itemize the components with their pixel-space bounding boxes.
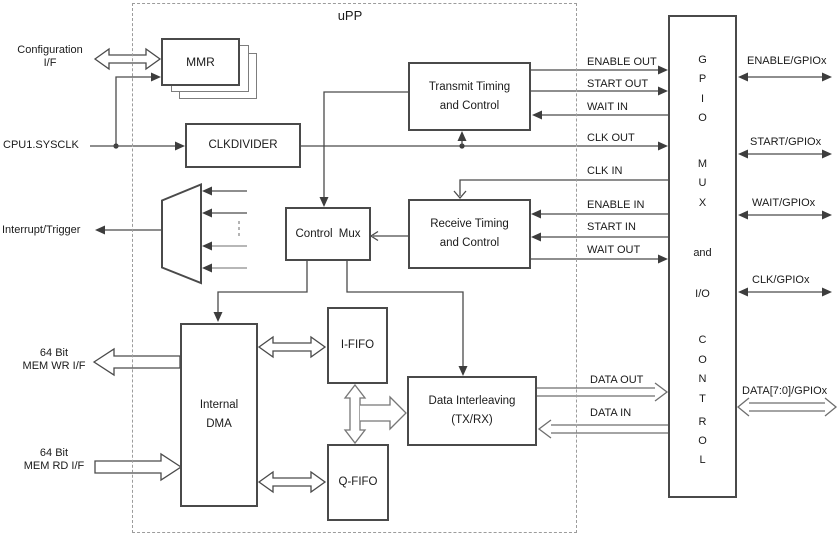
mux-letter: U xyxy=(698,177,707,189)
receive-timing-block: Receive Timing and Control xyxy=(408,199,531,269)
data-out-label: DATA OUT xyxy=(590,374,644,386)
receive-label-line1: Receive Timing xyxy=(430,218,509,230)
control-letter: L xyxy=(699,454,706,466)
sysclk-line xyxy=(90,141,185,151)
enable-out-line xyxy=(531,65,668,75)
mux-letter: X xyxy=(698,197,707,209)
dma-ififo-arrow xyxy=(257,335,327,359)
receive-to-controlmux-line xyxy=(369,230,408,242)
data-gpiox-label: DATA[7:0]/GPIOx xyxy=(742,385,828,397)
transmit-to-controlmux-line xyxy=(319,91,408,207)
config-if-arrow xyxy=(93,47,162,71)
mem-wr-label-line2: MEM WR I/F xyxy=(22,360,86,372)
gpio-letter: G xyxy=(698,54,707,66)
clkdivider-block: CLKDIVIDER xyxy=(185,123,301,168)
control-letter: N xyxy=(698,373,707,385)
transmit-label-line1: Transmit Timing xyxy=(428,80,511,93)
clk-gpiox-label: CLK/GPIOx xyxy=(752,274,810,286)
wait-out-label: WAIT OUT xyxy=(587,244,641,256)
dma-label-line1: Internal xyxy=(199,399,239,411)
clkdivider-label: CLKDIVIDER xyxy=(208,139,278,151)
control-letter: O xyxy=(698,354,707,366)
interrupt-mux-shape xyxy=(161,183,202,285)
gpio-letter: O xyxy=(698,112,707,124)
data-gpiox-arrow xyxy=(736,397,838,417)
data-in-arrow xyxy=(537,419,668,439)
wait-gpiox-label: WAIT/GPIOx xyxy=(752,197,816,209)
mem-rd-label: 64 Bit MEM RD I/F xyxy=(8,447,100,473)
gpio-mux-io-control-block: G P I O M U X and I/O C O N T R O L xyxy=(668,15,737,498)
start-gpiox-arrow xyxy=(738,149,832,159)
fifo-to-interleave-arrow xyxy=(360,395,407,431)
qfifo-label: Q-FIFO xyxy=(338,476,378,488)
wait-in-line xyxy=(532,110,668,120)
mem-rd-arrow xyxy=(94,452,183,482)
interleave-label-line1: Data Interleaving xyxy=(428,395,516,407)
interrupt-trigger-label: Interrupt/Trigger xyxy=(2,224,81,236)
transmit-label-line2: and Control xyxy=(439,99,500,112)
internal-dma-block: Internal DMA xyxy=(180,323,258,507)
configuration-label-line2: I/F xyxy=(43,57,57,69)
mmr-block: MMR xyxy=(161,38,240,86)
upp-boundary xyxy=(132,3,577,533)
enable-in-label: ENABLE IN xyxy=(587,199,645,211)
controlmux-to-dma-line xyxy=(213,261,308,322)
control-letter: C xyxy=(698,334,707,346)
transmit-timing-block: Transmit Timing and Control xyxy=(408,62,531,131)
cpu1-sysclk-label: CPU1.SYSCLK xyxy=(3,139,79,151)
start-out-line xyxy=(531,86,668,96)
control-letter: R xyxy=(698,416,707,428)
and-label: and xyxy=(693,247,712,259)
controlmux-to-interleave-line xyxy=(346,261,468,376)
wait-in-label: WAIT IN xyxy=(587,101,628,113)
control-mux-label: Control Mux xyxy=(295,227,361,240)
wait-gpiox-arrow xyxy=(738,210,832,220)
ififo-block: I-FIFO xyxy=(327,307,388,384)
gpio-letter: P xyxy=(698,73,707,85)
clk-out-label: CLK OUT xyxy=(587,132,635,144)
interleave-label-line2: (TX/RX) xyxy=(451,414,493,426)
control-mux-block: Control Mux xyxy=(285,207,371,261)
wait-out-line xyxy=(531,254,668,264)
clk-out-line xyxy=(301,131,668,151)
upp-title: uPP xyxy=(337,8,363,23)
control-letter: O xyxy=(698,435,707,447)
clk-gpiox-arrow xyxy=(738,287,832,297)
clk-in-line xyxy=(453,179,668,199)
mem-wr-label-line1: 64 Bit xyxy=(39,347,69,359)
ififo-label: I-FIFO xyxy=(340,339,375,351)
start-in-line xyxy=(531,232,668,242)
dma-label-line2: DMA xyxy=(206,418,232,430)
start-gpiox-label: START/GPIOx xyxy=(750,136,822,148)
ififo-qfifo-arrow xyxy=(343,383,367,445)
control-letter: T xyxy=(699,393,706,405)
qfifo-block: Q-FIFO xyxy=(327,444,389,521)
data-in-label: DATA IN xyxy=(590,407,632,419)
receive-label-line2: and Control xyxy=(439,237,500,249)
dma-qfifo-arrow xyxy=(257,470,327,494)
data-out-arrow xyxy=(537,382,669,402)
mem-rd-label-line2: MEM RD I/F xyxy=(23,460,85,472)
configuration-label-line1: Configuration xyxy=(17,44,83,56)
data-interleaving-block: Data Interleaving (TX/RX) xyxy=(407,376,537,446)
enable-gpiox-arrow xyxy=(738,72,832,82)
enable-out-label: ENABLE OUT xyxy=(587,56,657,68)
interrupt-mux-inputs xyxy=(202,186,247,273)
enable-in-line xyxy=(531,209,668,219)
configuration-if-label: Configuration I/F xyxy=(5,44,95,70)
sysclk-to-mmr-line xyxy=(113,72,161,149)
clk-in-label: CLK IN xyxy=(587,165,623,177)
mem-wr-label: 64 Bit MEM WR I/F xyxy=(8,347,100,373)
start-out-label: START OUT xyxy=(587,78,649,90)
io-label: I/O xyxy=(695,288,710,300)
mmr-label: MMR xyxy=(186,54,215,69)
gpio-letter: I xyxy=(700,93,705,105)
mem-rd-label-line1: 64 Bit xyxy=(39,447,69,459)
mux-letter: M xyxy=(697,158,708,170)
enable-gpiox-label: ENABLE/GPIOx xyxy=(747,55,827,67)
start-in-label: START IN xyxy=(587,221,636,233)
